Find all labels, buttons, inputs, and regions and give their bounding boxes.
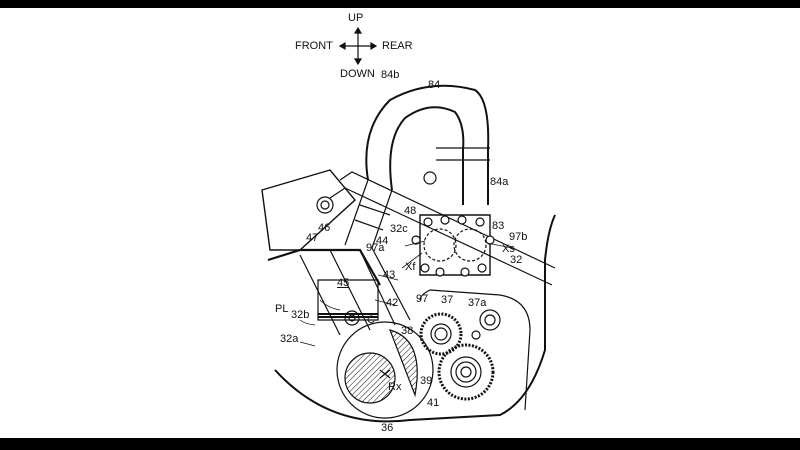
label-42: 42 [386,297,399,309]
frame-pipe [329,171,556,286]
label-37: 37 [441,294,454,306]
label-84: 84 [428,79,441,91]
direction-down-label: DOWN [340,68,375,80]
label-C: C [367,314,375,326]
label-Xs: Xs [502,243,515,255]
label-97b: 97b [509,231,528,243]
label-45: 45 [337,277,350,289]
direction-rear-label: REAR [382,40,413,52]
label-41: 41 [427,397,440,409]
label-32c: 32c [390,223,408,235]
label-97: 97 [416,293,429,305]
label-PL: PL [275,303,289,315]
label-44: 44 [376,235,389,247]
counterweight [389,329,418,398]
direction-arrows-icon [338,26,378,66]
crank-web [344,352,396,404]
fastener [423,171,437,185]
label-43: 43 [383,269,396,281]
label-32b: 32b [291,309,310,321]
label-47: 47 [306,232,319,244]
label-97a: 97a [366,242,385,254]
label-Rx: Rx [388,381,402,393]
label-Xf: Xf [405,261,416,273]
label-84b: 84b [381,69,400,81]
cylinder [299,247,411,336]
crankcase-outline [274,214,556,423]
label-36: 36 [381,422,394,434]
cylinder-head [261,169,356,251]
label-48: 48 [404,205,417,217]
letterbox-bottom [0,438,800,450]
gear-37 [419,312,463,356]
label-32: 32 [510,254,523,266]
label-83: 83 [492,220,505,232]
gear-39 [437,343,495,401]
duct-flange [436,147,490,161]
duct-84 [365,84,490,205]
letterbox-top [0,0,800,8]
crankcase-inner [419,289,531,411]
label-38: 38 [401,325,414,337]
label-39: 39 [420,375,433,387]
label-84a: 84a [490,176,509,188]
throttle-body [344,179,393,249]
piston-45 [317,279,379,321]
direction-up-label: UP [348,12,364,24]
label-32a: 32a [280,333,299,345]
direction-front-label: FRONT [295,40,333,52]
label-46: 46 [318,222,331,234]
crank-36 [336,321,434,419]
label-37a: 37a [468,297,487,309]
gear-37a [479,309,501,331]
